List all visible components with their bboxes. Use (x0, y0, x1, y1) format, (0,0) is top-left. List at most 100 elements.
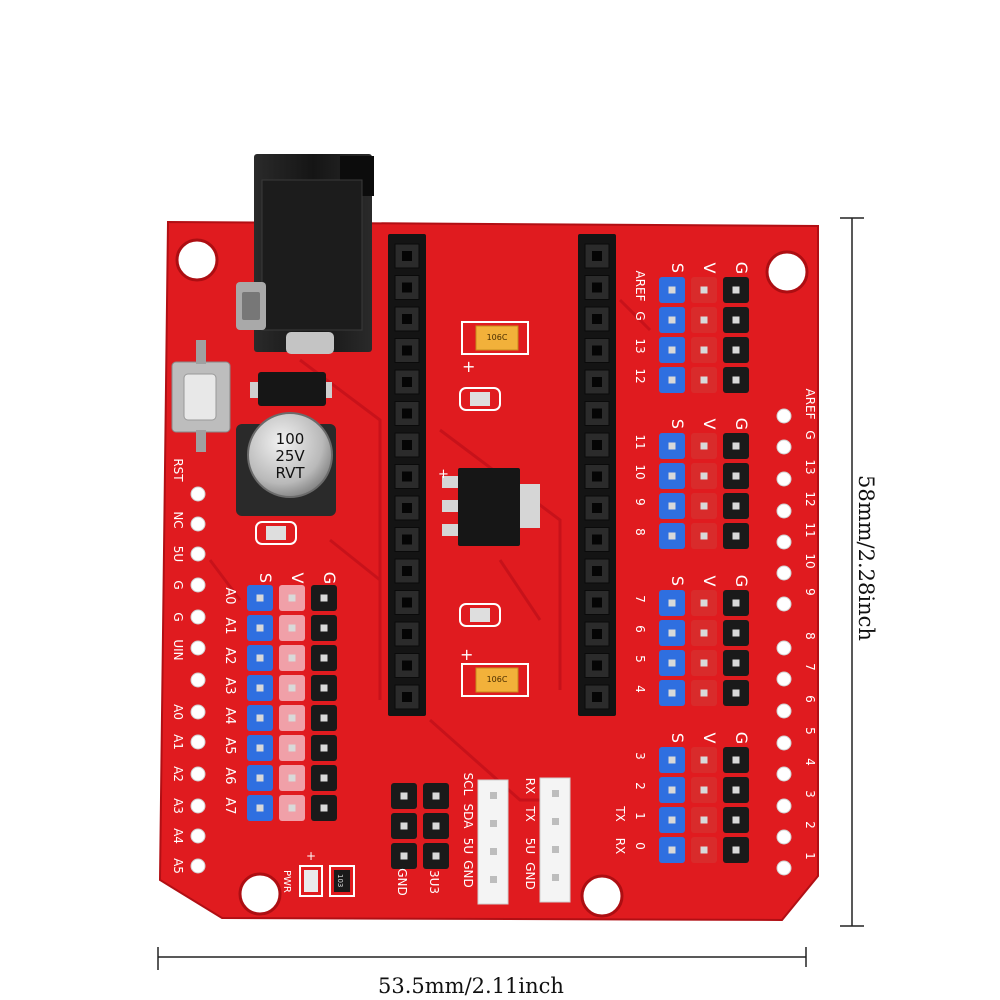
silk-edge-pin: 4 (803, 758, 817, 766)
right-g-3-2-pin (732, 816, 740, 824)
bottom-headers (391, 777, 571, 905)
left-v-7-pin (288, 804, 296, 812)
silk-right-v: V (700, 419, 719, 430)
silk-right-v: V (700, 733, 719, 744)
right-v-3-3-pin (700, 846, 708, 854)
edge-hole (190, 640, 206, 656)
socket-hole (402, 440, 412, 450)
edge-hole (776, 471, 792, 487)
socket (394, 464, 420, 489)
left-g-0-pin (320, 594, 328, 602)
i2c-pin (490, 876, 497, 883)
trace (618, 298, 652, 332)
socket (584, 590, 610, 615)
left-v-3-pin (288, 684, 296, 692)
silk-group-pin: 2 (633, 782, 647, 790)
silk-power-pin: NC (171, 511, 185, 528)
electrolytic-capacitor: 100 25V RVT (236, 412, 336, 516)
right-v-1-0-pin (700, 442, 708, 450)
silk-group-pin: 9 (633, 498, 647, 506)
silk-edge-pin: AREF (803, 388, 817, 419)
right-s-2-3-pin (668, 689, 676, 697)
left-v-4-pin (288, 714, 296, 722)
silk-analog-pin: A5 (171, 858, 185, 874)
silk-i2c: SDA (461, 804, 475, 830)
right-g-0-2-pin (732, 346, 740, 354)
right-v-0-1-pin (700, 316, 708, 324)
left-v-2-pin (288, 654, 296, 662)
silk-power-pin: RST (171, 458, 185, 482)
silk-right-v: V (700, 576, 719, 587)
socket (394, 401, 420, 426)
edge-hole (190, 546, 206, 562)
edge-hole (190, 798, 206, 814)
edge-hole (776, 534, 792, 550)
width-dimension-label: 53.5mm/2.11inch (378, 974, 564, 998)
silk-right-s: S (668, 419, 687, 429)
silk-group-pin: 0 (633, 842, 647, 850)
silk-right-g: G (732, 732, 751, 744)
silk-edge-pin: 2 (803, 821, 817, 829)
right-v-2-2-pin (700, 659, 708, 667)
right-g-0-0-pin (732, 286, 740, 294)
right-v-1-3-pin (700, 532, 708, 540)
silk-group-pin: 1 (633, 812, 647, 820)
right-v-2-1-pin (700, 629, 708, 637)
socket-hole (402, 345, 412, 356)
right-v-2-3-pin (700, 689, 708, 697)
socket-hole (592, 503, 602, 513)
silk-power-pin: G (171, 580, 185, 589)
right-g-2-2-pin (732, 659, 740, 667)
silk-right-g: G (732, 575, 751, 587)
silk-3v3: 3U3 (427, 870, 441, 894)
pwr-b-2-pin (432, 852, 440, 860)
silk-edge-pin: 11 (803, 522, 817, 537)
silk-analog-pin: A3 (171, 798, 185, 814)
left-s-0-pin (256, 594, 264, 602)
pwr-a-1-pin (400, 822, 408, 830)
tantalum-capacitor-bottom: 106C + (460, 645, 529, 697)
socket-hole (402, 251, 412, 261)
edge-hole (776, 596, 792, 612)
edge-hole (776, 439, 792, 455)
edge-hole (190, 766, 206, 782)
silk-group-pin: 13 (633, 338, 647, 353)
silk-right-s: S (668, 733, 687, 743)
silk-analog-pin: A0 (171, 704, 185, 720)
right-s-2-0-pin (668, 599, 676, 607)
silk-power-pin: 5U (171, 546, 185, 562)
capacitor-label-1: 100 (276, 430, 305, 448)
right-s-0-2-pin (668, 346, 676, 354)
left-v-6-pin (288, 774, 296, 782)
socket-hole (592, 692, 602, 702)
trace (299, 358, 382, 700)
edge-hole (776, 671, 792, 687)
socket-hole (402, 660, 412, 671)
right-g-3-3-pin (732, 846, 740, 854)
trace (439, 428, 562, 690)
silk-group-pin: 11 (633, 434, 647, 449)
socket-hole (592, 251, 602, 261)
left-g-6-pin (320, 774, 328, 782)
right-s-1-0-pin (668, 442, 676, 450)
socket-hole (402, 534, 412, 545)
mounting-holes (175, 238, 809, 918)
left-g-7-pin (320, 804, 328, 812)
edge-hole (776, 735, 792, 751)
smd-components (255, 387, 501, 627)
silk-edge-pin: 12 (803, 491, 817, 506)
nano-header-right (578, 234, 616, 716)
silk-edge-pin: 8 (803, 632, 817, 640)
silk-edge-pin: 0 (802, 0, 810, 3)
socket (584, 558, 610, 584)
edge-hole (190, 486, 206, 502)
i2c-pin (490, 792, 497, 799)
right-s-0-3-pin (668, 376, 676, 384)
voltage-regulator: + (438, 467, 540, 546)
right-g-1-1-pin (732, 472, 740, 480)
right-v-0-2-pin (700, 346, 708, 354)
led-label: PWR (281, 870, 292, 893)
regulator-plus-mark: + (438, 467, 449, 482)
